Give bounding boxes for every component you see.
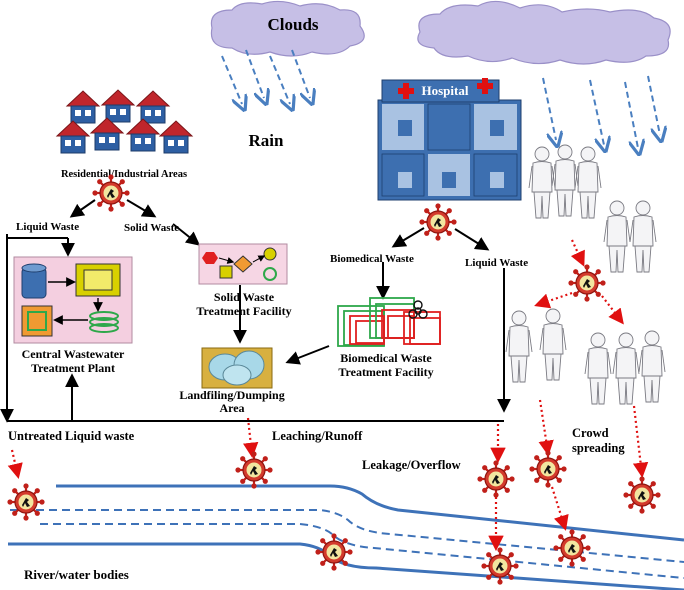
bmwtf-label-line1: Biomedical Waste [340, 351, 432, 365]
hospital-label: Hospital [422, 83, 469, 98]
virus-icon [528, 449, 568, 489]
solid-waste-label: Solid Waste [124, 222, 179, 234]
people-group-right [584, 330, 666, 405]
landfill-label-line2: Area [219, 401, 244, 415]
virus-icon [91, 173, 131, 213]
cwtp-label-line2: Treatment Plant [31, 361, 115, 375]
virus-particles [6, 449, 662, 586]
virus-icon [234, 450, 274, 490]
hospital-cross-right-icon [477, 78, 493, 94]
residential-houses [56, 89, 193, 154]
biohazard-icon [408, 300, 428, 319]
crowd-label-line2: spreading [572, 441, 625, 455]
house-icon [126, 118, 160, 152]
swtf-label-line1: Solid Waste [214, 290, 275, 304]
landfill-label-line1: Landfiling/Dumping [179, 388, 284, 402]
liquid-waste-right-label: Liquid Waste [465, 257, 528, 269]
rain-label: Rain [249, 131, 285, 150]
house-icon [101, 89, 135, 123]
cwtp-box [13, 256, 133, 344]
bmwtf-label-line2: Treatment Facility [338, 365, 433, 379]
bmwtf-boxes [337, 297, 441, 347]
untreated-label: Untreated Liquid waste [8, 429, 135, 443]
virus-icon [567, 263, 607, 303]
virus-icon [622, 475, 662, 515]
hospital-cross-left-icon [398, 83, 414, 99]
leakage-label: Leakage/Overflow [362, 458, 461, 472]
landfill-box [201, 347, 273, 389]
rain-drops [221, 49, 660, 148]
virus-icon [480, 546, 520, 586]
cwtp-label-line1: Central Wastewater [22, 347, 125, 361]
swtf-box [198, 243, 288, 285]
virus-icon [552, 528, 592, 568]
virus-icon [476, 459, 516, 499]
people-group-left [505, 308, 567, 383]
liquid-waste-left-label: Liquid Waste [16, 221, 79, 233]
house-icon [159, 120, 193, 154]
house-icon [90, 117, 124, 151]
virus-icon [314, 532, 354, 572]
house-icon [136, 90, 170, 124]
swtf-label-line2: Treatment Facility [196, 304, 291, 318]
flow-arrows [0, 199, 511, 423]
people-group-top [528, 144, 657, 273]
cloud-right [417, 0, 671, 65]
virus-icon [418, 202, 458, 242]
residential-label: Residential/Industrial Areas [61, 169, 187, 180]
crowd-label-line1: Crowd [572, 426, 609, 440]
cloud-left [210, 0, 365, 57]
river-label: River/water bodies [24, 567, 129, 582]
hospital-building [377, 79, 522, 201]
house-icon [66, 90, 100, 124]
virus-icon [6, 482, 46, 522]
leaching-label: Leaching/Runoff [272, 429, 363, 443]
clouds-label: Clouds [267, 15, 318, 34]
biomedical-waste-label: Biomedical Waste [330, 253, 414, 265]
house-icon [56, 120, 90, 154]
spread-arrows [7, 239, 649, 552]
